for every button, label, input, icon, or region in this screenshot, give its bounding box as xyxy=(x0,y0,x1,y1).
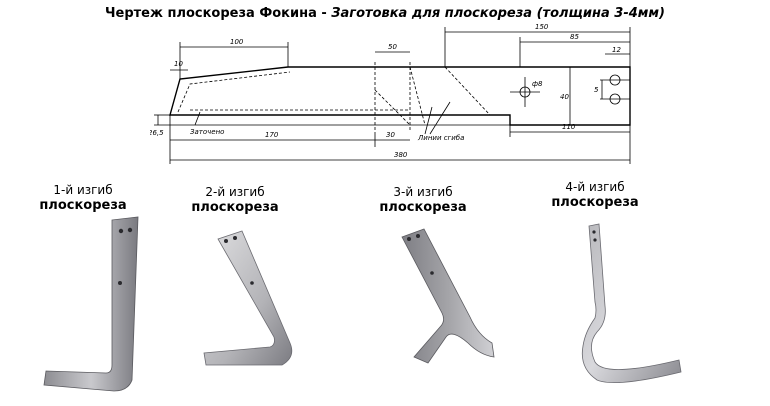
dim-12: 12 xyxy=(612,46,621,54)
caption-3-line1: 3-й изгиб xyxy=(393,185,453,199)
fold-line-3 xyxy=(444,66,491,116)
caption-4-line2: плоскореза xyxy=(551,195,639,210)
caption-3-line2: плоскореза xyxy=(379,200,467,215)
fold-line-2 xyxy=(409,66,426,126)
dim-100: 100 xyxy=(230,38,244,46)
caption-bend-4: 4-й изгиб плоскореза xyxy=(540,180,650,210)
dim-170: 170 xyxy=(265,131,279,139)
dim-50: 50 xyxy=(388,43,397,51)
title-main: Чертеж плоскореза Фокина - xyxy=(105,6,332,21)
dim-150: 150 xyxy=(535,23,549,31)
page-title: Чертеж плоскореза Фокина - Заготовка для… xyxy=(0,6,770,21)
caption-bend-3: 3-й изгиб плоскореза xyxy=(368,185,478,215)
blank-outline xyxy=(169,66,631,126)
bend-4-image xyxy=(581,223,682,384)
caption-2-line2: плоскореза xyxy=(191,200,279,215)
blank-drawing: 100 10 50 150 85 12 ф8 40 5 26,5 170 30 … xyxy=(150,23,631,164)
bend-2-image xyxy=(203,230,293,366)
caption-bend-2: 2-й изгиб плоскореза xyxy=(180,185,290,215)
dim-d8: ф8 xyxy=(532,80,543,88)
dim-85: 85 xyxy=(570,33,579,41)
bend-3-image xyxy=(401,228,495,364)
caption-bend-1: 1-й изгиб плоскореза xyxy=(28,183,138,213)
label-sharpening: Заточено xyxy=(190,128,224,136)
dim-110: 110 xyxy=(562,123,576,131)
dim-380: 380 xyxy=(394,151,408,159)
caption-4-line1: 4-й изгиб xyxy=(565,180,625,194)
dim-40: 40 xyxy=(560,93,569,101)
fold-line-1 xyxy=(374,89,411,126)
sharpening-line xyxy=(177,71,291,113)
caption-2-line1: 2-й изгиб xyxy=(205,185,265,199)
dim-26-5: 26,5 xyxy=(150,129,164,137)
dim-30: 30 xyxy=(386,131,395,139)
caption-1-line1: 1-й изгиб xyxy=(53,183,113,197)
caption-1-line2: плоскореза xyxy=(39,198,127,213)
label-fold-lines: Линии сгиба xyxy=(417,134,464,142)
title-sub: Заготовка для плоскореза (толщина 3-4мм) xyxy=(331,6,665,21)
dim-10: 10 xyxy=(174,60,183,68)
dim-5: 5 xyxy=(594,86,599,94)
bend-1-image xyxy=(43,216,139,392)
